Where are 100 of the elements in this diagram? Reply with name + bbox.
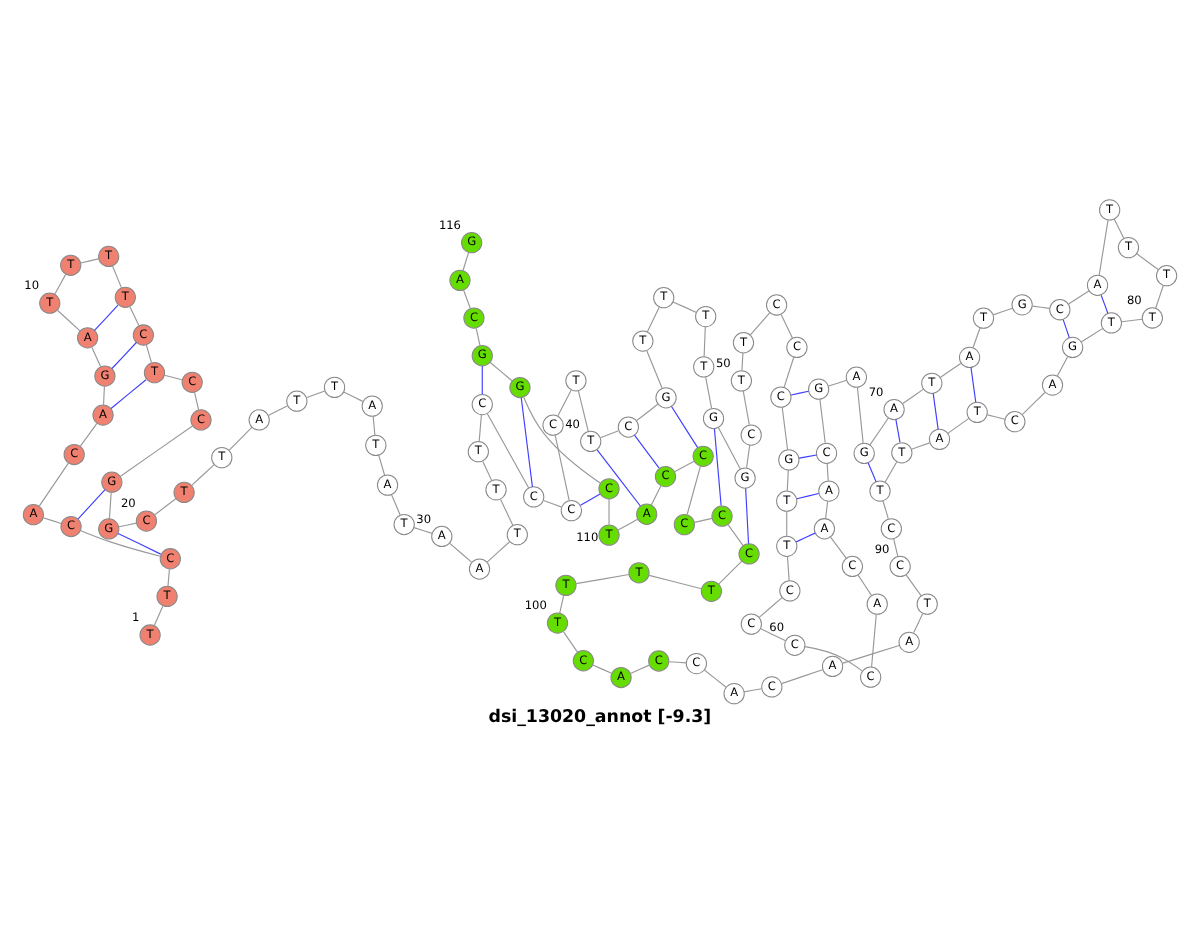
connector bbox=[306, 389, 326, 398]
connector bbox=[1155, 283, 1164, 308]
connector bbox=[1062, 318, 1070, 338]
connector bbox=[1068, 289, 1090, 304]
connector bbox=[38, 461, 69, 506]
connector bbox=[743, 687, 763, 692]
connector bbox=[1100, 293, 1109, 313]
connector bbox=[705, 375, 713, 408]
connector bbox=[781, 405, 789, 450]
connector bbox=[1113, 217, 1125, 238]
connector bbox=[869, 416, 889, 445]
connector bbox=[559, 594, 565, 613]
connector bbox=[554, 433, 570, 500]
connector bbox=[111, 264, 123, 288]
connector bbox=[153, 604, 164, 626]
connector bbox=[703, 325, 706, 357]
connector bbox=[670, 404, 699, 448]
connector bbox=[596, 448, 641, 506]
connector bbox=[633, 433, 660, 468]
connector bbox=[672, 300, 697, 312]
connector bbox=[686, 464, 701, 515]
connector bbox=[970, 365, 977, 402]
connector bbox=[449, 541, 473, 562]
connector bbox=[830, 535, 847, 558]
connector bbox=[129, 305, 140, 326]
connector bbox=[475, 326, 481, 346]
connector bbox=[795, 531, 816, 542]
connector bbox=[163, 373, 183, 380]
connector bbox=[804, 644, 863, 671]
connector bbox=[557, 388, 572, 416]
connector bbox=[819, 398, 826, 443]
connector bbox=[646, 305, 660, 332]
connector bbox=[668, 660, 687, 663]
connector bbox=[741, 351, 744, 371]
connector bbox=[650, 484, 662, 505]
connector bbox=[910, 441, 931, 449]
connector bbox=[781, 668, 824, 684]
connector bbox=[867, 461, 877, 482]
connector bbox=[56, 308, 81, 331]
connector bbox=[563, 630, 579, 652]
connector bbox=[617, 517, 639, 530]
connector bbox=[343, 390, 364, 401]
connector bbox=[780, 312, 794, 338]
connector bbox=[119, 424, 193, 476]
connector bbox=[486, 540, 511, 562]
connector bbox=[783, 355, 795, 387]
connector bbox=[703, 668, 727, 687]
connector bbox=[905, 573, 922, 596]
connector bbox=[694, 516, 713, 522]
connector bbox=[790, 389, 810, 395]
connector bbox=[673, 459, 695, 472]
connector bbox=[77, 488, 106, 519]
connector bbox=[901, 387, 925, 404]
connector bbox=[520, 396, 533, 487]
connector bbox=[947, 416, 970, 433]
connector bbox=[489, 360, 513, 381]
connector bbox=[543, 498, 563, 507]
connector bbox=[499, 497, 514, 525]
connector bbox=[749, 311, 771, 335]
connector bbox=[592, 663, 613, 673]
connector bbox=[191, 463, 215, 485]
connector bbox=[154, 497, 177, 515]
connector bbox=[796, 491, 820, 499]
connector bbox=[108, 491, 112, 519]
connector bbox=[856, 386, 864, 443]
connector bbox=[481, 364, 483, 394]
connector bbox=[117, 531, 162, 554]
connector bbox=[91, 345, 102, 367]
connector bbox=[79, 421, 98, 446]
connector bbox=[893, 537, 899, 556]
connector bbox=[1121, 317, 1143, 322]
connector bbox=[841, 643, 900, 663]
connector bbox=[760, 627, 787, 641]
connector bbox=[629, 663, 650, 673]
connector bbox=[1136, 252, 1159, 270]
connector bbox=[267, 404, 288, 415]
connector bbox=[882, 499, 889, 519]
connector bbox=[1021, 390, 1046, 414]
connector bbox=[93, 303, 119, 330]
connector bbox=[167, 567, 170, 586]
connector bbox=[486, 412, 530, 488]
connector bbox=[42, 516, 62, 523]
connector bbox=[111, 340, 137, 369]
connector bbox=[826, 462, 829, 481]
connector bbox=[857, 573, 873, 595]
connector bbox=[786, 510, 788, 536]
connector bbox=[827, 378, 848, 386]
connector bbox=[798, 453, 818, 458]
connector bbox=[648, 573, 702, 589]
connector bbox=[972, 326, 981, 348]
connector bbox=[228, 425, 253, 450]
connector bbox=[1031, 304, 1050, 308]
connector bbox=[80, 529, 161, 556]
connector bbox=[462, 250, 470, 271]
connector bbox=[742, 389, 750, 425]
connector bbox=[939, 361, 962, 378]
connector bbox=[193, 390, 200, 410]
connector bbox=[378, 453, 386, 475]
connector bbox=[102, 385, 105, 405]
connector bbox=[746, 443, 751, 468]
